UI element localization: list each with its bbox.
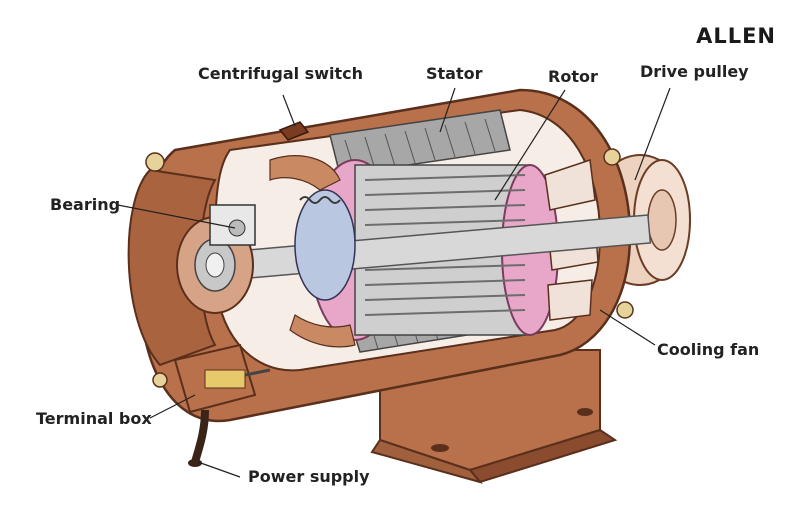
- label-cooling-fan: Cooling fan: [657, 340, 760, 359]
- label-bearing: Bearing: [50, 195, 121, 214]
- label-stator: Stator: [426, 64, 483, 83]
- end-windings: [269, 155, 356, 348]
- centrifugal-switch: [278, 121, 356, 301]
- leader-lines: [117, 87, 671, 478]
- front-end-bell: [127, 168, 254, 367]
- label-rotor: Rotor: [548, 67, 598, 86]
- label-drive-pulley: Drive pulley: [640, 62, 749, 81]
- label-power-supply: Power supply: [248, 467, 370, 486]
- housing-bolts: [145, 148, 634, 319]
- label-terminal-box: Terminal box: [36, 409, 152, 428]
- power-supply-cable: [188, 409, 209, 467]
- label-centrifugal-switch: Centrifugal switch: [198, 64, 363, 83]
- brand-logo: ALLEN: [696, 24, 776, 48]
